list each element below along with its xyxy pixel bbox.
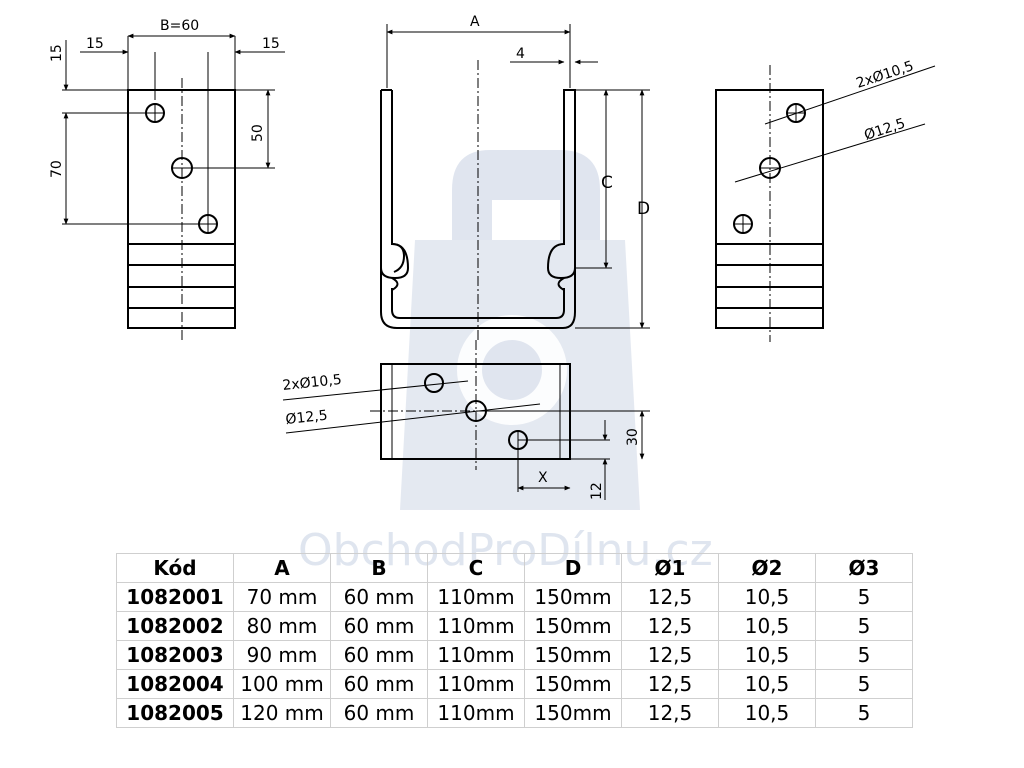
right-view bbox=[715, 65, 824, 342]
cell-b: 60 mm bbox=[330, 698, 428, 728]
hole-2x-bottom-label: 2xØ10,5 bbox=[282, 372, 343, 394]
right-view-leaders bbox=[734, 65, 936, 183]
cell-o2: 10,5 bbox=[718, 611, 816, 641]
dim-d-label: D bbox=[637, 199, 650, 219]
dim-15-vertical-label: 15 bbox=[49, 44, 65, 62]
cell-code: 1082001 bbox=[116, 582, 234, 612]
dim-4-label: 4 bbox=[516, 46, 525, 62]
header-o1: Ø1 bbox=[621, 553, 719, 583]
cell-o3: 5 bbox=[815, 582, 913, 612]
header-o3: Ø3 bbox=[815, 553, 913, 583]
left-view bbox=[127, 78, 236, 342]
hole-single-right-label: Ø12,5 bbox=[862, 116, 907, 144]
dim-70-label: 70 bbox=[49, 160, 65, 178]
dim-b-label: B=60 bbox=[160, 18, 199, 34]
left-view-dimensions bbox=[62, 33, 285, 225]
dim-15-left-label: 15 bbox=[86, 36, 104, 52]
cell-b: 60 mm bbox=[330, 640, 428, 670]
cell-c: 110mm bbox=[427, 582, 525, 612]
cell-o2: 10,5 bbox=[718, 669, 816, 699]
header-o2: Ø2 bbox=[718, 553, 816, 583]
spec-table: Kód A B C D Ø1 Ø2 Ø3 1082001 70 mm 60 mm… bbox=[116, 553, 913, 728]
table-row: 1082001 70 mm 60 mm 110mm 150mm 12,5 10,… bbox=[116, 582, 913, 612]
cell-o1: 12,5 bbox=[621, 611, 719, 641]
watermark-logo bbox=[400, 150, 640, 510]
cell-o1: 12,5 bbox=[621, 669, 719, 699]
cell-o2: 10,5 bbox=[718, 640, 816, 670]
cell-d: 150mm bbox=[524, 611, 622, 641]
dim-30-label: 30 bbox=[625, 428, 641, 446]
cell-d: 150mm bbox=[524, 582, 622, 612]
cell-c: 110mm bbox=[427, 640, 525, 670]
cell-c: 110mm bbox=[427, 669, 525, 699]
cell-o3: 5 bbox=[815, 698, 913, 728]
table-row: 1082002 80 mm 60 mm 110mm 150mm 12,5 10,… bbox=[116, 611, 913, 641]
table-row: 1082005 120 mm 60 mm 110mm 150mm 12,5 10… bbox=[116, 698, 913, 728]
cell-d: 150mm bbox=[524, 640, 622, 670]
cell-b: 60 mm bbox=[330, 582, 428, 612]
cell-code: 1082004 bbox=[116, 669, 234, 699]
cell-code: 1082003 bbox=[116, 640, 234, 670]
bottom-view-dimensions bbox=[282, 380, 650, 500]
table-header-row: Kód A B C D Ø1 Ø2 Ø3 bbox=[116, 553, 913, 583]
cell-o1: 12,5 bbox=[621, 698, 719, 728]
hole-single-bottom-label: Ø12,5 bbox=[285, 408, 329, 428]
dim-12-label: 12 bbox=[589, 482, 605, 500]
hole-2x-right-label: 2xØ10,5 bbox=[854, 58, 915, 92]
cell-code: 1082002 bbox=[116, 611, 234, 641]
cell-o2: 10,5 bbox=[718, 698, 816, 728]
cell-a: 100 mm bbox=[233, 669, 331, 699]
cell-a: 70 mm bbox=[233, 582, 331, 612]
cell-o2: 10,5 bbox=[718, 582, 816, 612]
cell-b: 60 mm bbox=[330, 611, 428, 641]
dim-x-label: X bbox=[538, 470, 548, 486]
dim-c-label: C bbox=[601, 173, 613, 193]
cell-d: 150mm bbox=[524, 698, 622, 728]
header-b: B bbox=[330, 553, 428, 583]
cell-o3: 5 bbox=[815, 640, 913, 670]
cell-a: 90 mm bbox=[233, 640, 331, 670]
cell-a: 80 mm bbox=[233, 611, 331, 641]
dim-a-label: A bbox=[470, 14, 480, 30]
profile-view bbox=[380, 60, 576, 340]
cell-code: 1082005 bbox=[116, 698, 234, 728]
cell-b: 60 mm bbox=[330, 669, 428, 699]
cell-a: 120 mm bbox=[233, 698, 331, 728]
profile-dimensions bbox=[386, 24, 650, 329]
table-row: 1082004 100 mm 60 mm 110mm 150mm 12,5 10… bbox=[116, 669, 913, 699]
dim-50-label: 50 bbox=[250, 124, 266, 142]
header-a: A bbox=[233, 553, 331, 583]
header-c: C bbox=[427, 553, 525, 583]
header-d: D bbox=[524, 553, 622, 583]
header-code: Kód bbox=[116, 553, 234, 583]
table-row: 1082003 90 mm 60 mm 110mm 150mm 12,5 10,… bbox=[116, 640, 913, 670]
cell-o3: 5 bbox=[815, 669, 913, 699]
dim-15-right-label: 15 bbox=[262, 36, 280, 52]
cell-o3: 5 bbox=[815, 611, 913, 641]
cell-o1: 12,5 bbox=[621, 640, 719, 670]
cell-d: 150mm bbox=[524, 669, 622, 699]
cell-c: 110mm bbox=[427, 611, 525, 641]
cell-c: 110mm bbox=[427, 698, 525, 728]
cell-o1: 12,5 bbox=[621, 582, 719, 612]
